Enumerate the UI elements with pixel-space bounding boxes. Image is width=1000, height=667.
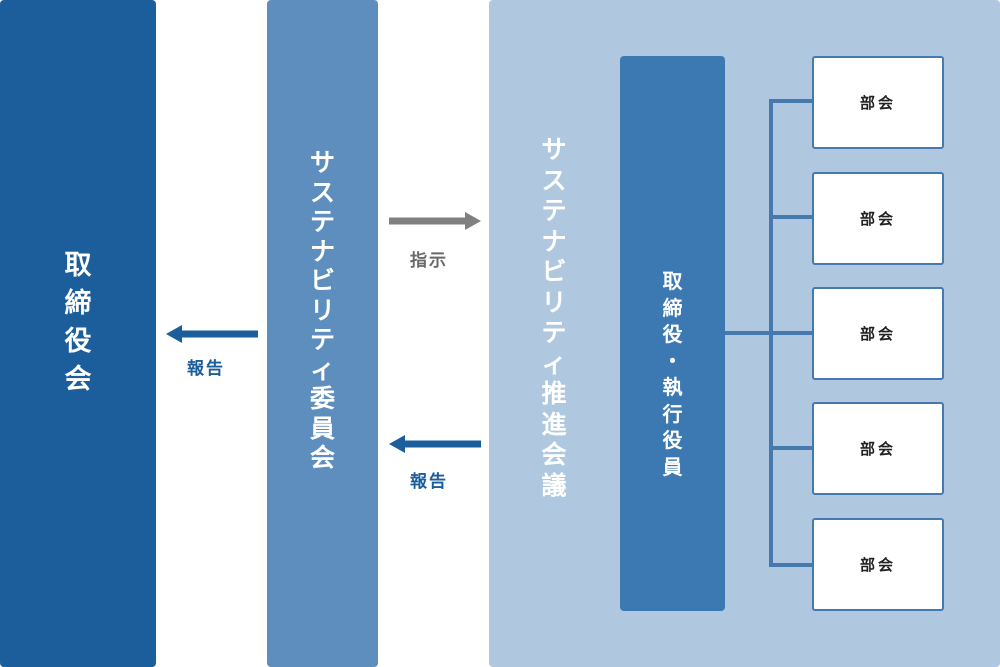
connector-branch-1 — [769, 99, 812, 103]
report-to-board-arrow-icon — [166, 325, 258, 343]
report-to-committee-arrow-icon — [389, 435, 481, 453]
department-box-1: 部会 — [812, 56, 944, 149]
department-box-4: 部会 — [812, 402, 944, 495]
connector-branch-3 — [769, 331, 812, 335]
department-box-3: 部会 — [812, 287, 944, 380]
sustainability-committee-box: サ ス テ ナ ビ リ テ ィ 委 員 会 — [267, 0, 378, 667]
department-box-2: 部会 — [812, 172, 944, 265]
connector-branch-2 — [769, 215, 812, 219]
connector-branch-5 — [769, 563, 812, 567]
connector-branch-4 — [769, 446, 812, 450]
connector-exec-horizontal — [725, 331, 773, 335]
sustainability-committee-label: サ ス テ ナ ビ リ テ ィ 委 員 会 — [309, 148, 335, 472]
department-label: 部会 — [859, 210, 896, 228]
department-label: 部会 — [859, 440, 896, 458]
instruct-label: 指示 — [410, 251, 448, 271]
instruct-arrow-icon — [389, 212, 481, 230]
department-label: 部会 — [859, 556, 896, 574]
directors-executives-label: 取 締 役 ・ 執 行 役 員 — [662, 269, 683, 479]
sustainability-council-label: サ ス テ ナ ビ リ テ ィ 推 進 会 議 — [541, 135, 567, 500]
department-box-5: 部会 — [812, 518, 944, 611]
department-label: 部会 — [859, 325, 896, 343]
board-of-directors-label: 取 締 役 会 — [64, 250, 92, 395]
department-label: 部会 — [859, 94, 896, 112]
report-to-board-label: 報告 — [187, 359, 225, 379]
board-of-directors-box: 取 締 役 会 — [0, 0, 156, 667]
report-to-committee-label: 報告 — [410, 472, 448, 492]
directors-executives-box: 取 締 役 ・ 執 行 役 員 — [620, 56, 725, 611]
